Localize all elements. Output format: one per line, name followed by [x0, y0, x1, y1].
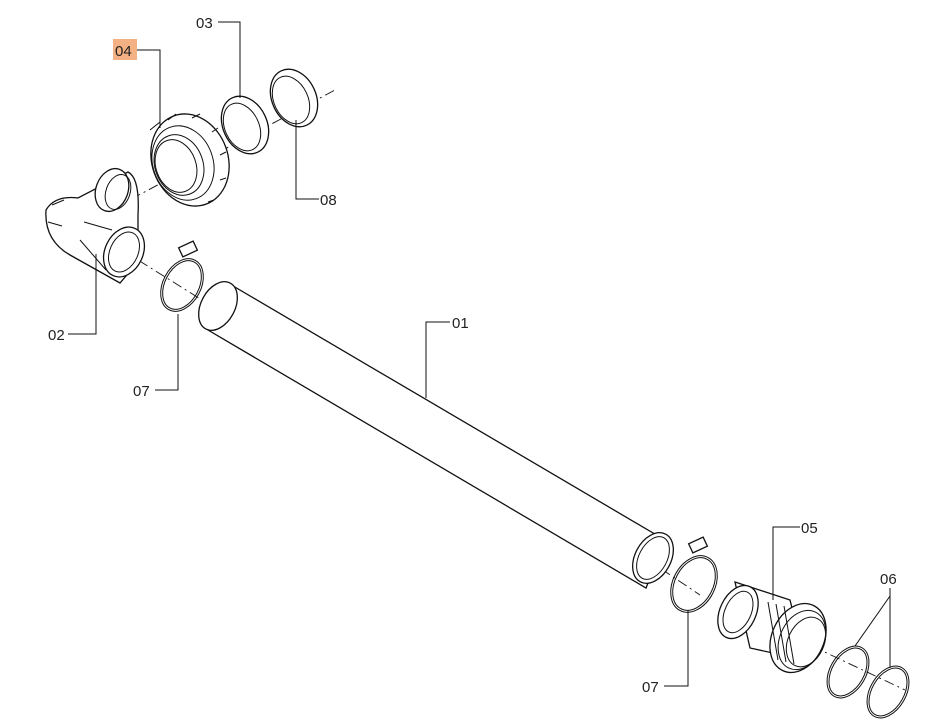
label-06: 06: [880, 571, 897, 588]
part-03-ring: [220, 95, 270, 155]
part-07-clamp-lower: [670, 536, 718, 613]
label-07-lower: 07: [642, 679, 659, 696]
label-04-highlight: [113, 39, 137, 60]
label-08: 08: [320, 192, 337, 209]
label-01: 01: [452, 315, 469, 332]
part-08-gasket: [269, 68, 319, 128]
part-01-pipe: [198, 281, 674, 589]
part-labels: 04 03 08 02 07 01 05 06 07: [48, 15, 897, 696]
leader-lines: [68, 21, 891, 687]
label-02: 02: [48, 327, 65, 344]
label-07-upper: 07: [133, 383, 150, 400]
part-07-clamp-upper: [160, 240, 204, 312]
part-06-orings: [826, 645, 910, 719]
label-05: 05: [801, 520, 818, 537]
part-02-elbow: [45, 167, 146, 284]
label-04: 04: [115, 43, 132, 60]
part-05-adapter: [717, 581, 827, 674]
label-03: 03: [196, 15, 213, 32]
part-04-nut: [149, 113, 230, 207]
